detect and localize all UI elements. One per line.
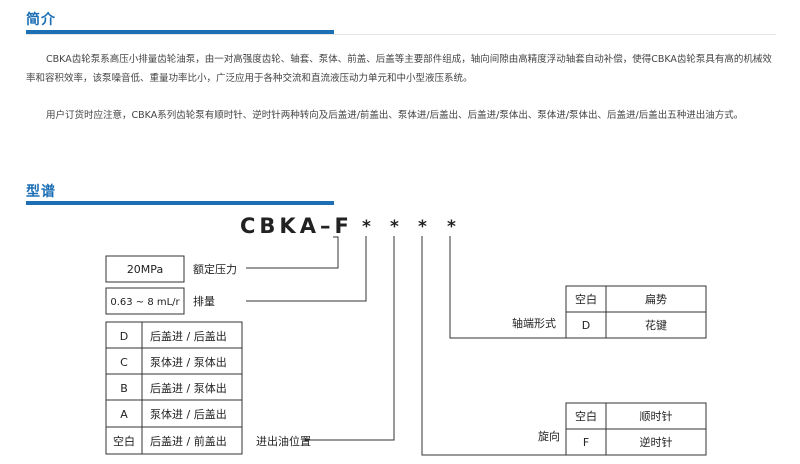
pressure-connector [246, 236, 339, 269]
option-star-4: * [447, 217, 456, 237]
option-star-2: * [390, 217, 399, 237]
displacement-value: 0.63 ~ 8 mL/r [110, 297, 180, 308]
ports-row-desc: 后盖进 / 后盖出 [150, 329, 227, 343]
pressure-label: 额定压力 [193, 262, 237, 276]
model-spectrum-title: 型谱 [26, 184, 56, 200]
shaft-row-desc: 扁势 [645, 293, 667, 306]
rotation-label: 旋向 [538, 429, 560, 443]
ports-row-desc: 泵体进 / 后盖出 [150, 407, 227, 421]
ports-row-desc: 后盖进 / 泵体出 [150, 381, 227, 395]
shaft-row-code: D [582, 319, 590, 332]
ports-row-code: B [120, 382, 128, 395]
intro-title-bar [26, 30, 334, 34]
intro-paragraph-1: CBKA齿轮泵系高压小排量齿轮油泵，由一对高强度齿轮、轴套、泵体、前盖、后盖等主… [26, 54, 772, 84]
ports-row-desc: 后盖进 / 前盖出 [150, 434, 227, 448]
displacement-label: 排量 [193, 294, 215, 308]
displacement-connector [246, 236, 367, 302]
shaft-row-code: 空白 [575, 292, 597, 306]
rotation-row-desc: 顺时针 [640, 409, 673, 423]
ports-table [105, 321, 243, 455]
rotation-row-desc: 逆时针 [640, 435, 673, 449]
shaft-connector [449, 236, 566, 339]
intro-paragraph-2: 用户订货时应注意，CBKA系列齿轮泵有顺时针、逆时针两种转向及后盖进/前盖出、泵… [46, 110, 744, 121]
ports-row-desc: 泵体进 / 泵体出 [150, 355, 227, 369]
ports-row-code: D [120, 330, 128, 343]
shaft-label: 轴端形式 [512, 316, 556, 330]
intro-divider [26, 34, 776, 35]
option-star-1: * [362, 217, 371, 237]
model-spectrum-title-bar [26, 201, 334, 205]
ports-row-code: 空白 [113, 434, 135, 448]
ports-connector [305, 236, 395, 441]
model-code: CBKA–F [240, 214, 353, 238]
intro-title: 简介 [26, 12, 56, 28]
rotation-connector [421, 236, 566, 456]
pressure-value: 20MPa [127, 263, 163, 276]
rotation-row-code: 空白 [575, 409, 597, 423]
shaft-row-desc: 花键 [645, 318, 667, 332]
ports-row-code: C [120, 356, 128, 369]
rotation-row-code: F [583, 436, 589, 449]
displacement-value-box [105, 287, 185, 315]
pressure-value-box [105, 255, 185, 283]
ports-row-code: A [120, 408, 128, 421]
ports-label: 进出油位置 [256, 434, 311, 448]
option-star-3: * [418, 217, 427, 237]
